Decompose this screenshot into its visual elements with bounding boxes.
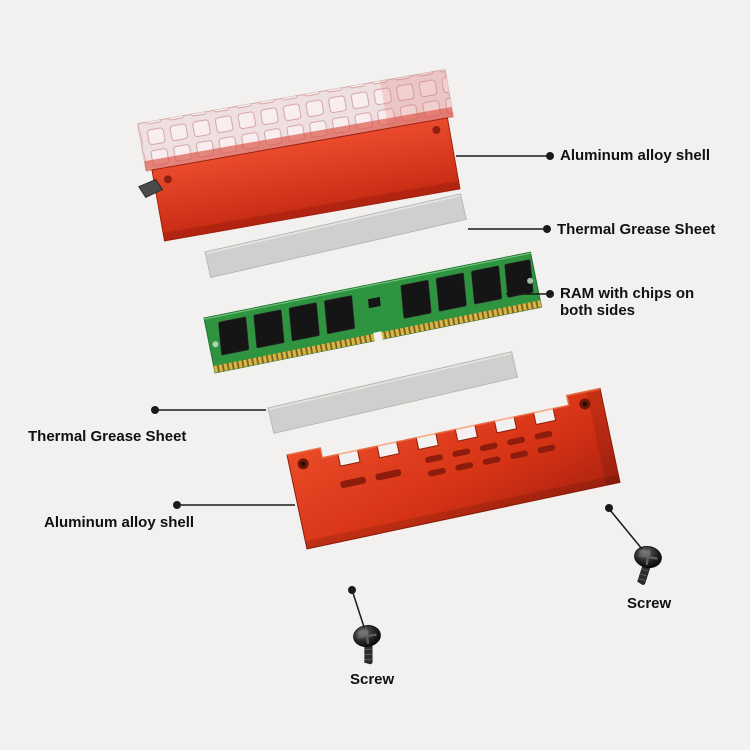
top-shell-screw-hole-right — [432, 126, 441, 135]
screw-right-illustration — [628, 543, 665, 589]
label-shell-top: Aluminum alloy shell — [560, 147, 711, 164]
ram-chips — [218, 259, 534, 356]
leader-dot-thermal-top — [543, 225, 551, 233]
label-shell-bottom: Aluminum alloy shell — [44, 514, 195, 531]
leader-dot-thermal-bottom — [151, 406, 159, 414]
screw-hole-right — [579, 398, 591, 410]
top-heatsink-shell — [137, 69, 461, 242]
retention-clip — [138, 179, 164, 199]
label-screw-right: Screw — [627, 595, 672, 612]
crystal-diffuser — [137, 69, 454, 172]
leader-dot-screw-right — [605, 504, 613, 512]
ram-notch — [373, 331, 383, 342]
screw-bottom-illustration — [350, 622, 386, 667]
leader-dot-screw-bottom — [348, 586, 356, 594]
screw-hole-left — [297, 458, 309, 470]
leader-dot-ram — [546, 290, 554, 298]
thermal-sheet-bottom — [267, 351, 519, 434]
label-thermal-bottom: Thermal Grease Sheet — [28, 428, 187, 445]
label-screw-bottom: Screw — [350, 671, 395, 688]
leader-line-screw-bottom — [352, 592, 365, 628]
top-shell-screw-hole-left — [163, 175, 172, 184]
label-ram: RAM with chips on both sides — [560, 285, 694, 319]
label-thermal-top: Thermal Grease Sheet — [557, 221, 716, 238]
ram-module — [203, 251, 543, 374]
bottom-heatsink-shell — [286, 387, 621, 550]
label-ram-line1: RAM with chips on — [560, 285, 695, 302]
leader-line-screw-right — [609, 509, 643, 550]
thermal-sheet-top — [204, 193, 467, 278]
top-shell-red-plate — [151, 117, 461, 242]
vent-slots — [340, 430, 556, 488]
leader-dot-shell-bottom — [173, 501, 181, 509]
leader-dot-shell-top — [546, 152, 554, 160]
label-ram-line2: both sides — [560, 302, 636, 319]
